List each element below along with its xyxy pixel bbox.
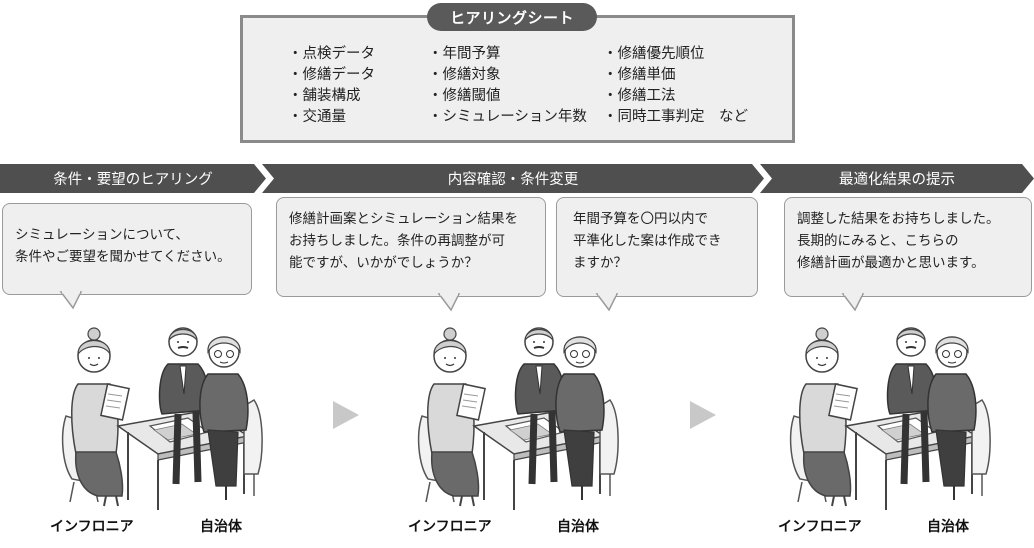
speech-bubble-request: シミュレーションについて、 条件やご要望を聞かせてください。 [2, 203, 252, 310]
bubble-tail [595, 292, 619, 312]
sheet-column-3: ・修繕優先順位 ・修繕単価 ・修繕工法 ・同時工事判定 など [603, 44, 748, 128]
sheet-column-2: ・年間予算 ・修繕対象 ・修繕閾値 ・シミュレーション年数 [428, 44, 587, 128]
label-consultant: インフロニア [778, 519, 862, 535]
meeting-illustration [58, 314, 268, 514]
step-banner-hearing: 条件・要望のヒアリング [0, 164, 266, 193]
meeting-illustration [786, 314, 996, 514]
hearing-sheet-title: ヒアリングシート [427, 3, 597, 31]
sheet-item: ・修繕優先順位 [603, 46, 705, 62]
bubble-line: ますか？ [573, 255, 627, 271]
bubble-line: お持ちしました。条件の再調整が可 [289, 233, 505, 249]
bubble-tail [59, 290, 83, 310]
sheet-item: ・修繕データ [288, 67, 375, 83]
step-banner-confirm: 内容確認・条件変更 [262, 164, 764, 193]
sheet-item: ・修繕対象 [428, 67, 501, 83]
speech-bubble-result: 調整した結果をお持ちしました。 長期的にみると、こちらの 修繕計画が最適かと思い… [784, 197, 1032, 312]
sheet-item: ・舗装構成 [288, 88, 361, 104]
speech-bubble-proposal: 修繕計画案とシミュレーション結果を お持ちしました。条件の再調整が可 能ですが、… [276, 197, 546, 312]
flow-arrow-icon [333, 401, 359, 429]
label-consultant: インフロニア [408, 519, 492, 535]
speech-bubble-question: 年間予算を〇円以内で 平準化した案は作成でき ますか？ [556, 197, 758, 312]
label-municipality: 自治体 [557, 519, 599, 535]
sheet-item: ・修繕単価 [603, 67, 676, 83]
sheet-item: ・修繕工法 [603, 88, 676, 104]
bubble-line: 能ですが、いかがでしょうか？ [289, 255, 478, 271]
meeting-illustration [414, 314, 624, 514]
bubble-line: 修繕計画案とシミュレーション結果を [289, 211, 518, 227]
bubble-line: 修繕計画が最適かと思います。 [797, 255, 985, 271]
bubble-line: 条件やご要望を聞かせてください。 [15, 249, 231, 265]
sheet-item: ・同時工事判定 など [603, 109, 748, 125]
bubble-line: 調整した結果をお持ちしました。 [797, 211, 1000, 227]
label-consultant: インフロニア [50, 519, 134, 535]
label-municipality: 自治体 [927, 519, 969, 535]
bubble-line: 平準化した案は作成でき [573, 233, 722, 249]
flow-arrow-icon [690, 401, 716, 429]
label-municipality: 自治体 [200, 519, 242, 535]
sheet-item: ・シミュレーション年数 [428, 109, 587, 125]
sheet-item: ・交通量 [288, 109, 346, 125]
bubble-tail [437, 292, 461, 312]
bubble-line: 年間予算を〇円以内で [573, 211, 708, 227]
sheet-item: ・点検データ [288, 46, 375, 62]
sheet-item: ・年間予算 [428, 46, 501, 62]
bubble-line: シミュレーションについて、 [15, 227, 189, 243]
bubble-tail [841, 292, 865, 312]
bubble-line: 長期的にみると、こちらの [797, 233, 959, 249]
sheet-column-1: ・点検データ ・修繕データ ・舗装構成 ・交通量 [288, 44, 375, 128]
step-banner-result: 最適化結果の提示 [760, 164, 1034, 193]
sheet-item: ・修繕閾値 [428, 88, 501, 104]
